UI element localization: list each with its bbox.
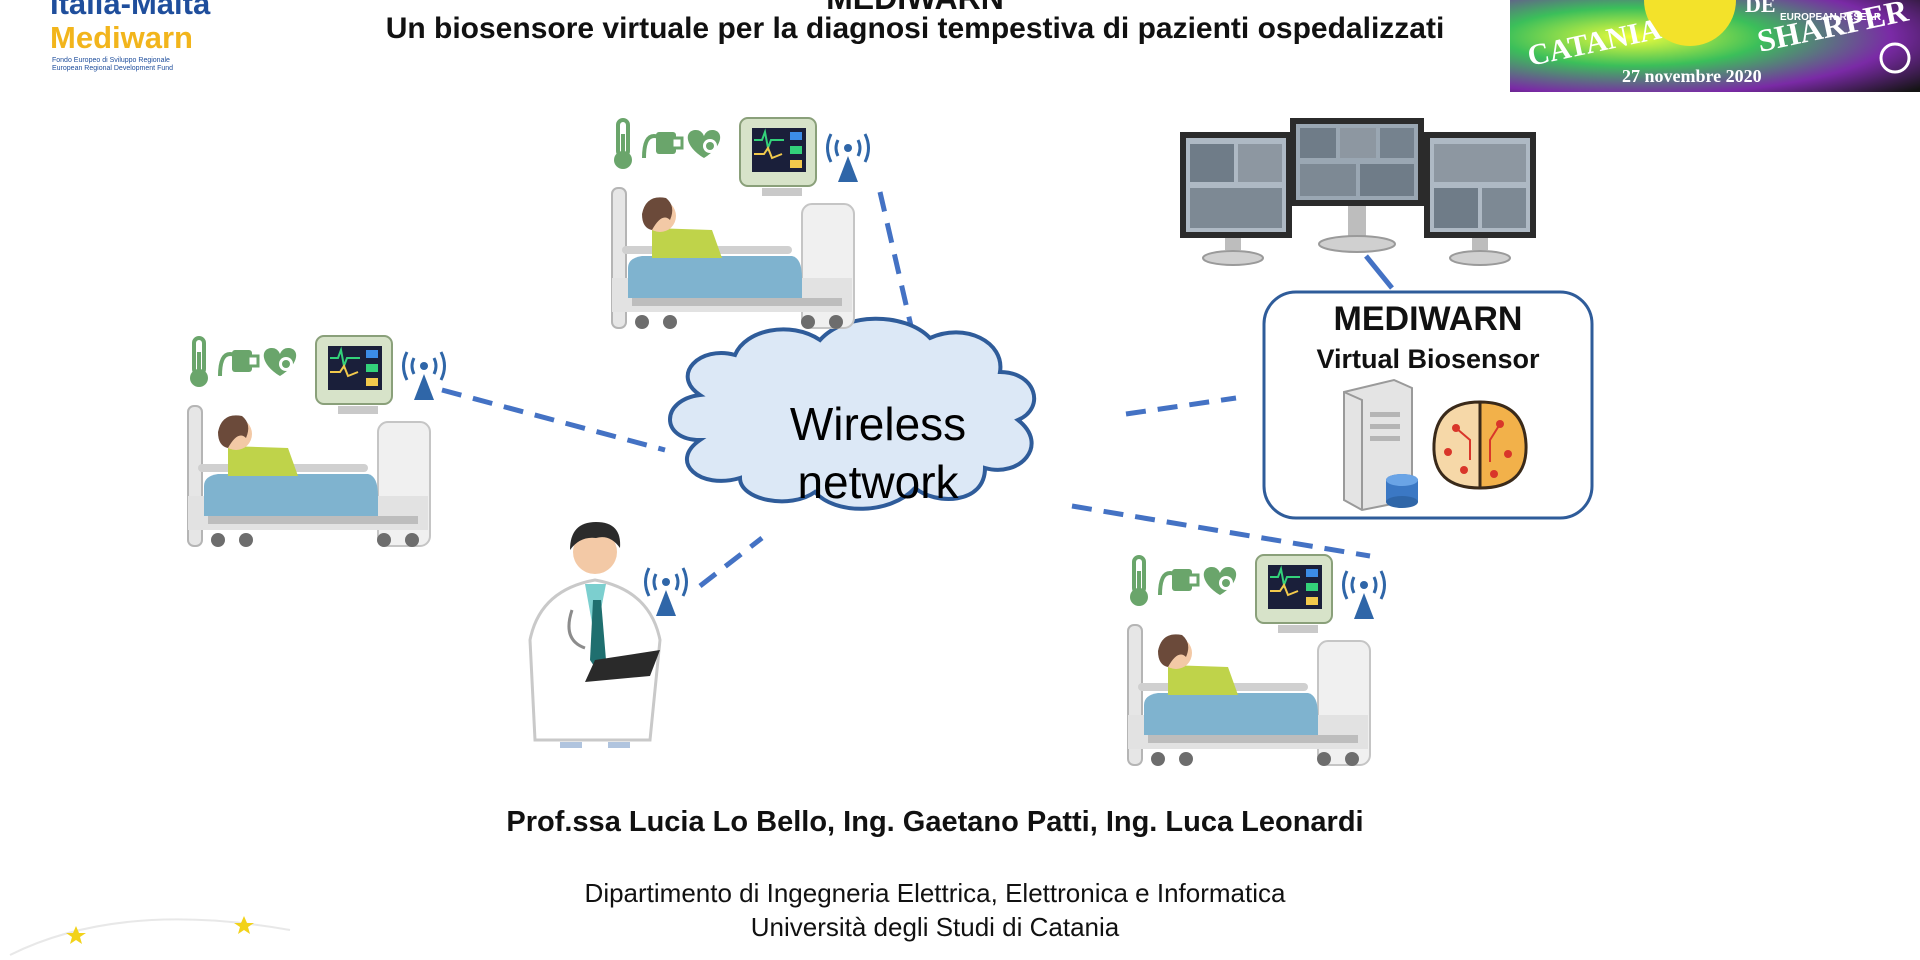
banner-tag2: EUROPEAN RESEAR xyxy=(1780,12,1882,23)
wireless-cloud: Wireless network xyxy=(668,316,1037,511)
logo-small2: European Regional Development Fund xyxy=(52,65,174,72)
patient-station-left xyxy=(186,334,447,549)
doctor-antenna-icon xyxy=(644,567,688,616)
link-doctor xyxy=(698,536,764,588)
authors: Prof.ssa Lucia Lo Bello, Ing. Gaetano Pa… xyxy=(506,806,1364,838)
link-monitors xyxy=(1364,254,1394,290)
university: Università degli Studi di Catania xyxy=(750,912,1120,942)
database-icon xyxy=(1386,474,1418,508)
logo-small1: Fondo Europeo di Sviluppo Regionale xyxy=(52,57,170,64)
page-title: MEDIWARN xyxy=(350,0,1480,17)
page-subtitle: Un biosensore virtuale per la diagnosi t… xyxy=(385,12,1445,45)
banner-date: 27 novembre 2020 xyxy=(1622,66,1762,86)
banner-sun-icon xyxy=(1644,0,1736,46)
event-banner: CATANIA SHARPER DE EUROPEAN RESEAR 27 no… xyxy=(1510,0,1920,92)
logo-line1: Italia-Malta xyxy=(50,0,211,21)
banner-tag1: DE xyxy=(1745,0,1776,17)
cloud-label-line2: network xyxy=(797,456,959,508)
link-right-patient xyxy=(1071,503,1371,559)
virtual-biosensor-box: MEDIWARN Virtual Biosensor xyxy=(1262,290,1594,520)
biosensor-subtitle: Virtual Biosensor xyxy=(1316,344,1540,374)
link-biosensor xyxy=(1125,395,1237,417)
patient-station-right xyxy=(1126,553,1387,768)
doctor-icon xyxy=(528,522,662,748)
department: Dipartimento di Ingegneria Elettrica, El… xyxy=(584,878,1286,908)
program-logo: Italia-Malta Mediwarn Fondo Europeo di S… xyxy=(0,0,305,78)
cloud-label-line1: Wireless xyxy=(790,398,966,450)
ai-brain-icon xyxy=(1432,400,1528,490)
logo-line2: Mediwarn xyxy=(50,20,193,55)
banner-emblem-icon xyxy=(1879,42,1911,74)
control-monitors-icon xyxy=(1180,118,1536,266)
decorative-stars-icon xyxy=(9,916,291,956)
patient-station-top xyxy=(610,116,871,331)
biosensor-title: MEDIWARN xyxy=(1334,300,1523,338)
link-left-patient xyxy=(441,387,666,453)
